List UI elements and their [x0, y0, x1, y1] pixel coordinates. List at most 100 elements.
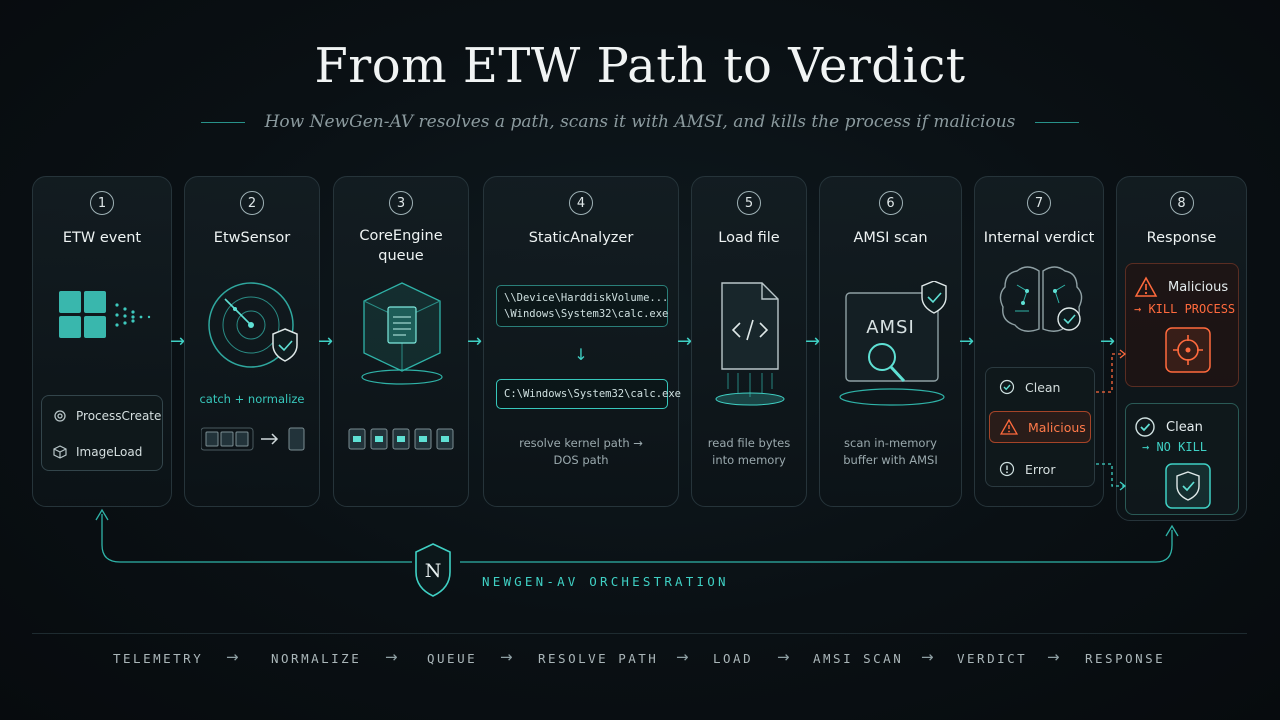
no-kill-action: → NO KILL — [1142, 440, 1208, 454]
down-arrow-icon: ↓ — [574, 345, 588, 364]
verdict-error: Error — [989, 453, 1091, 485]
pipeline-stage-queue: QUEUE — [427, 651, 478, 666]
radar-icon — [208, 282, 298, 368]
gear-icon — [54, 410, 66, 422]
step-number: 2 — [240, 191, 264, 215]
dos-path-box: C:\Windows\System32\calc.exe — [496, 379, 681, 409]
kernel-path-line: \\Device\HarddiskVolume... — [504, 292, 669, 304]
verdict-label: Clean — [1025, 379, 1061, 395]
document-cube-icon — [361, 282, 443, 385]
verdict-clean: Clean — [989, 371, 1091, 403]
check-circle-icon — [1135, 417, 1155, 437]
step-caption: scan in-memory buffer with AMSI — [820, 435, 961, 469]
kill-process-action: → KILL PROCESS — [1134, 302, 1236, 316]
pipeline-stage-telemetry: TELEMETRY — [113, 651, 204, 666]
step-number: 1 — [90, 191, 114, 215]
shield-check-icon — [921, 281, 947, 314]
flow-arrow: → — [318, 331, 334, 352]
orchestration-loop — [95, 508, 1179, 597]
caption-line: read file bytes — [707, 436, 791, 450]
step-number: 5 — [737, 191, 761, 215]
event-type-processcreate: ProcessCreate — [52, 408, 161, 424]
malicious-header: Malicious — [1134, 276, 1228, 298]
normalize-blocks-icon — [201, 427, 305, 451]
step-card-amsi-scan: 6 AMSI scan AMSI scan in-memory buffer w… — [819, 176, 962, 507]
step-card-staticanalyzer: 4 StaticAnalyzer \\Device\HarddiskVolume… — [483, 176, 681, 507]
step-number: 7 — [1027, 191, 1051, 215]
step-title: EtwSensor — [213, 230, 291, 246]
flow-arrow: → — [959, 331, 975, 352]
step-caption: catch + normalize — [199, 392, 305, 406]
subtitle-rule-right — [1035, 121, 1080, 123]
response-malicious-panel: Malicious → KILL PROCESS — [1125, 263, 1239, 387]
pipeline-stage-load: LOAD — [713, 651, 754, 666]
diagram-title: From ETW Path to Verdict — [314, 38, 966, 94]
orchestration-label: NEWGEN-AV ORCHESTRATION — [482, 574, 729, 589]
event-type-label: ImageLoad — [76, 445, 143, 459]
caption-line: DOS path — [553, 453, 609, 467]
flow-arrow: → — [170, 331, 186, 352]
error-circle-icon — [999, 461, 1015, 477]
check-circle-icon — [1057, 307, 1081, 331]
pipeline-arrow: → — [676, 648, 689, 666]
caption-line: resolve kernel path → — [519, 436, 643, 450]
step-title: Internal verdict — [983, 230, 1095, 246]
shield-check-icon — [272, 328, 298, 362]
verdict-malicious: Malicious — [989, 411, 1091, 443]
subtitle-row: How NewGen-AV resolves a path, scans it … — [0, 110, 1280, 134]
pipeline-stage-resolve-path: RESOLVE PATH — [538, 651, 659, 666]
step-card-load-file: 5 Load file read file bytes into memory — [691, 176, 807, 507]
pipeline-arrow: → — [385, 648, 398, 666]
step-card-internal-verdict: 7 Internal verdict Clean Malicious Error — [974, 176, 1104, 507]
queue-items-icon — [348, 428, 454, 450]
pipeline-stage-normalize: NORMALIZE — [271, 651, 362, 666]
target-crosshair-icon — [1165, 327, 1211, 373]
flow-arrow: → — [1100, 331, 1116, 352]
caption-line: scan in-memory — [844, 436, 937, 450]
step-number: 6 — [878, 191, 903, 215]
event-type-label: ProcessCreate — [76, 409, 162, 423]
step-caption: read file bytes into memory — [692, 435, 806, 469]
step-number: 3 — [389, 191, 413, 215]
windows-logo-icon — [59, 291, 151, 338]
warning-icon — [1000, 419, 1018, 435]
pipeline-arrow: → — [1047, 648, 1060, 666]
verdict-list — [985, 367, 1095, 487]
check-circle-icon — [999, 379, 1015, 395]
step-card-etwsensor: 2 EtwSensor catch + normalize — [184, 176, 320, 507]
step-card-etw-event: 1 ETW event ProcessCreate ImageLoad — [32, 176, 172, 507]
pipeline-arrow: → — [500, 648, 513, 666]
step-title: StaticAnalyzer — [528, 230, 634, 246]
magnifier-icon — [868, 343, 896, 371]
cube-icon — [53, 445, 67, 459]
event-type-imageload: ImageLoad — [52, 444, 142, 460]
step-title: ETW event — [62, 230, 142, 246]
step-number: 8 — [1169, 191, 1194, 215]
kernel-path-line: \Windows\System32\calc.exe — [504, 308, 669, 320]
amsi-monitor-icon — [839, 281, 947, 406]
malicious-label: Malicious — [1168, 279, 1229, 295]
step-title: CoreEngine queue — [334, 226, 468, 266]
orchestration-logo-letter: N — [424, 560, 442, 582]
step-title-line: queue — [378, 248, 424, 264]
pipeline-arrow: → — [921, 648, 934, 666]
flow-arrow: → — [677, 331, 693, 352]
pipeline-divider — [32, 633, 1247, 634]
caption-line: buffer with AMSI — [843, 453, 938, 467]
step-number: 4 — [569, 191, 593, 215]
response-clean-panel: Clean → NO KILL — [1125, 403, 1239, 515]
code-file-icon — [715, 282, 785, 406]
verdict-response-connectors — [1096, 349, 1127, 491]
step-title-line: CoreEngine — [359, 228, 443, 244]
newgen-shield-logo — [415, 543, 451, 597]
pipeline-stage-verdict: VERDICT — [957, 651, 1028, 666]
clean-label: Clean — [1166, 419, 1203, 435]
step-card-response: 8 Response Malicious → KILL PROCESS Clea… — [1116, 176, 1247, 521]
brain-icon — [999, 266, 1083, 332]
pipeline-stage-response: RESPONSE — [1085, 651, 1166, 666]
pipeline-arrow: → — [226, 648, 239, 666]
step-title: Response — [1146, 230, 1217, 246]
shield-check-icon — [1165, 463, 1211, 509]
flow-arrow: → — [467, 331, 483, 352]
event-types-box: ProcessCreate ImageLoad — [41, 395, 163, 471]
